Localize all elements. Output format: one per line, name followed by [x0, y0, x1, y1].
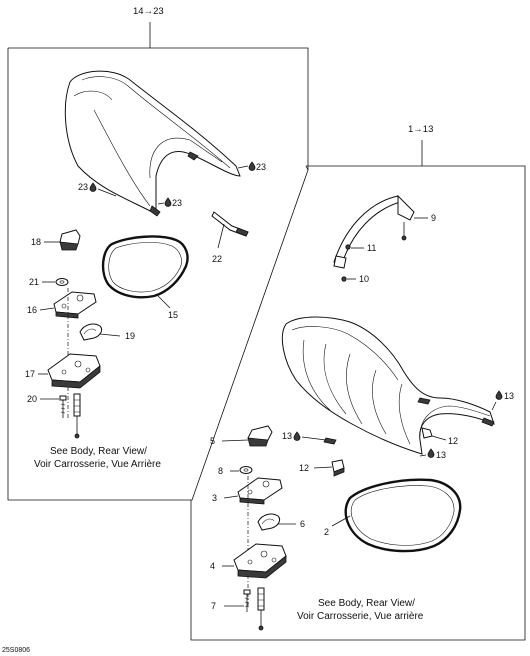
part-16-bracket: 16: [27, 291, 97, 319]
part-7-screw: 7: [211, 589, 251, 612]
drawing-code: 25S0806: [2, 647, 30, 654]
part-6-seal: 6: [257, 513, 305, 531]
svg-text:9: 9: [431, 213, 436, 223]
svg-text:12: 12: [448, 436, 458, 446]
svg-text:20: 20: [27, 394, 37, 404]
part-19-seal: 19: [79, 323, 135, 341]
svg-text:18: 18: [31, 237, 41, 247]
note-right-line2: Voir Carrosserie, Vue arrière: [297, 611, 424, 622]
drop-icon: [427, 448, 435, 458]
part-22-latch: 22: [211, 211, 249, 264]
arrow-icon: →: [144, 6, 154, 17]
drop-icon: [164, 197, 172, 207]
svg-text:10: 10: [359, 274, 369, 284]
group-header-right: 1→13: [408, 124, 433, 135]
svg-text:6: 6: [300, 519, 305, 529]
part-4-base: 4: [210, 543, 287, 579]
group-frame-left: [7, 22, 309, 501]
callout-23-top: 23: [237, 161, 266, 172]
callout-23-left: 23: [78, 182, 117, 197]
part-10-nut: 10: [341, 274, 369, 284]
callout-23-bottom: 23: [157, 197, 182, 208]
part-12-clip-left: 12: [299, 459, 345, 477]
part-15-gasket: 15: [101, 235, 189, 320]
svg-text:17: 17: [25, 369, 35, 379]
part-8-washer: 8: [218, 466, 253, 476]
part-3-bracket: 3: [212, 477, 283, 505]
group-frame-right: [190, 140, 526, 641]
svg-text:21: 21: [29, 277, 39, 287]
svg-text:7: 7: [211, 601, 216, 611]
callout-13-left: 13: [282, 431, 327, 441]
group-header-left: 14→23: [133, 6, 164, 17]
part-20-nut: [73, 393, 81, 439]
svg-text:11: 11: [367, 243, 376, 253]
svg-text:8: 8: [218, 466, 223, 476]
svg-text:2: 2: [324, 527, 329, 537]
note-left-line2: Voir Carrosserie, Vue Arrière: [34, 459, 161, 470]
svg-text:16: 16: [27, 305, 37, 315]
svg-text:13: 13: [504, 391, 514, 401]
arrow-icon: →: [413, 124, 423, 135]
svg-text:23: 23: [172, 198, 182, 208]
svg-text:12: 12: [299, 463, 309, 473]
part-21-washer: 21: [29, 277, 69, 287]
seat-cover-rear: [64, 70, 241, 217]
svg-text:13: 13: [282, 431, 292, 441]
drop-icon: [293, 431, 301, 441]
note-left-line1: See Body, Rear View/: [50, 446, 147, 457]
part-5-clip: 5: [210, 425, 273, 447]
svg-text:22: 22: [212, 254, 222, 264]
svg-text:23: 23: [256, 162, 266, 172]
svg-text:5: 5: [210, 436, 215, 446]
callout-13-right: 13: [491, 390, 514, 411]
part-18-clip: 18: [31, 229, 81, 251]
svg-text:3: 3: [212, 493, 217, 503]
drop-icon: [248, 161, 256, 171]
part-9-strap: 9: [333, 194, 436, 269]
drop-icon: [495, 390, 503, 400]
note-right-line1: See Body, Rear View/: [318, 598, 415, 609]
svg-text:19: 19: [125, 331, 135, 341]
part-20-screw: 20: [27, 394, 67, 418]
svg-text:4: 4: [210, 561, 215, 571]
part-12-clip-right: 12: [421, 427, 458, 446]
part-11-bolt: 11: [345, 243, 376, 253]
callout-13-mid: 13: [419, 448, 446, 460]
svg-text:15: 15: [168, 310, 178, 320]
seat-cover-front: [281, 316, 495, 455]
svg-text:13: 13: [436, 450, 446, 460]
svg-text:23: 23: [78, 182, 88, 192]
part-7-nut: [257, 587, 265, 631]
part-17-base: 17: [25, 353, 101, 389]
drop-icon: [89, 182, 97, 192]
part-2-gasket: 2: [324, 478, 462, 553]
